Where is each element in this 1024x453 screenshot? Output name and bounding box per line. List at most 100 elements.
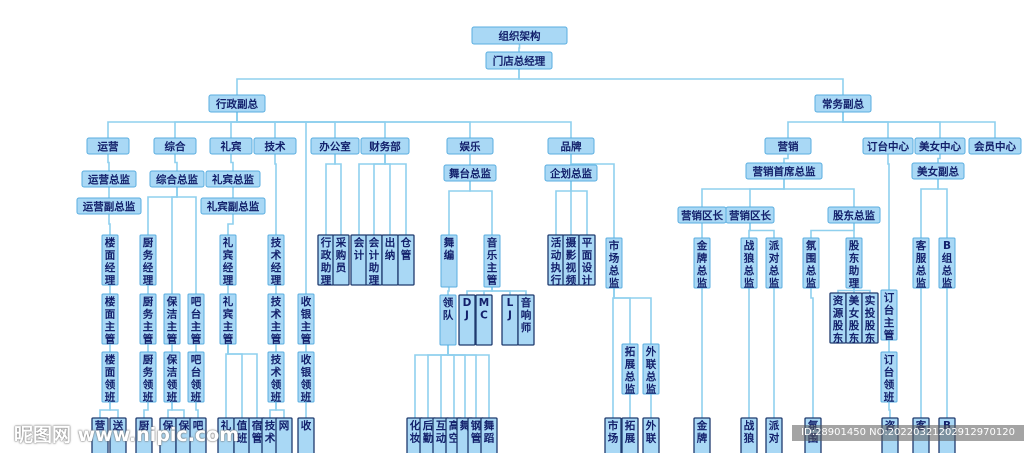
connector-xz-js [236, 112, 276, 138]
node-box [139, 234, 157, 286]
node-box [480, 417, 498, 453]
connector-pp-sczj [570, 154, 615, 238]
node-label: 战狼 [743, 419, 755, 445]
node-label: 楼面经理 [105, 236, 116, 287]
connector-ld-b_wt4 [447, 345, 455, 418]
node-label: 综合总监 [156, 173, 198, 186]
connector-fwzj-b_fw [810, 288, 814, 418]
node-label: 营销区长 [681, 209, 723, 222]
connector-bgs-xzzl [325, 154, 336, 235]
node-box [740, 237, 758, 289]
connector-cw-yx [787, 112, 844, 138]
connector-mnfz-bzzj [937, 179, 948, 238]
node-gm: 门店总经理 [485, 51, 553, 70]
node-label: 营 [95, 419, 106, 432]
node-label: 楼面领班 [105, 353, 116, 404]
node-label: 股东总监 [833, 209, 875, 222]
node-b_cf3: 保 [175, 417, 193, 453]
node-box [861, 292, 879, 344]
connector-ld-b_wt2 [427, 345, 449, 418]
connector-yyzg-yxs [491, 287, 527, 295]
node-xzzl: 行政助理 [317, 234, 335, 287]
node-label: 办公室 [319, 140, 351, 153]
node-cfjl: 厨务经理 [139, 234, 157, 287]
node-label: 战狼总监 [743, 239, 755, 290]
node-box [360, 137, 410, 155]
node-box [621, 343, 639, 395]
node-yyfzj: 运营副总监 [76, 197, 142, 215]
node-label: 礼 [221, 419, 232, 432]
connector-bgs-cgy [334, 154, 342, 235]
connector-qhzj-hdzx [555, 181, 572, 235]
node-label: 钢管 [471, 419, 482, 445]
connector-gm-cw [518, 69, 844, 95]
node-zlzj: 战狼总监 [740, 237, 758, 290]
connector-cwb-cg [384, 154, 407, 235]
node-box [642, 343, 660, 395]
node-b_sc: 市场 [604, 417, 622, 453]
node-lmjl: 楼面经理 [101, 234, 119, 287]
node-label: 资源股东 [833, 294, 844, 345]
node-label: 运营副总监 [83, 200, 136, 213]
node-box [135, 417, 153, 453]
node-box [621, 417, 639, 453]
node-box [693, 417, 711, 453]
node-box [604, 417, 622, 453]
node-label: 美女中心 [919, 140, 961, 153]
node-label: 常务副总 [822, 98, 864, 111]
node-lmzg: 楼面主管 [101, 293, 119, 346]
connector-mn-mnfz [937, 154, 941, 163]
node-box [209, 137, 253, 155]
connector-qhzj-pmsj [570, 181, 588, 235]
node-cfzg: 厨务主管 [139, 293, 157, 346]
node-box [765, 237, 783, 289]
node-lbfzj: 礼宾副总监 [200, 197, 266, 215]
node-label: 拓展总监 [625, 345, 636, 396]
node-tzzj: 拓展总监 [621, 343, 639, 396]
node-box [297, 293, 315, 345]
node-box [845, 237, 863, 289]
node-yxqz2: 营销区长 [725, 206, 775, 224]
node-label: 氛围总监 [806, 239, 817, 290]
node-syzg: 收银主管 [297, 293, 315, 346]
node-yyzj: 运营总监 [81, 170, 137, 188]
node-label: 摄影视频 [566, 236, 577, 287]
node-js: 技术 [253, 137, 297, 155]
node-label: 品牌 [561, 140, 582, 153]
connector-yxsx-yxqz2 [749, 179, 785, 207]
node-pmsj: 平面设计 [578, 234, 596, 287]
node-label: 综合 [165, 140, 186, 153]
node-b_jp: 金牌 [693, 417, 711, 453]
node-box [880, 289, 898, 341]
node-label: 技术经理 [270, 236, 282, 287]
node-box [911, 162, 965, 180]
node-label: 礼宾总监 [212, 173, 254, 186]
node-label: 派对 [769, 420, 780, 445]
node-label: 金牌总监 [696, 239, 708, 290]
node-box [458, 294, 476, 346]
node-b_sy: 收 [297, 417, 315, 453]
node-label: 礼宾经理 [223, 236, 234, 287]
node-cn: 出纳 [381, 234, 399, 286]
node-label: 市场总监 [609, 239, 620, 290]
connector-gdzj-fwzj [810, 223, 855, 238]
node-sylb: 收银领班 [297, 351, 315, 404]
connector-yyfzj-lmjl [108, 214, 111, 235]
node-label: 美女股东 [849, 294, 860, 345]
node-zhzj: 综合总监 [149, 170, 205, 188]
node-b_wg: 网 [275, 417, 293, 453]
node-jsjl: 技术经理 [267, 234, 285, 287]
node-box [764, 137, 812, 155]
node-lb: 礼宾 [209, 137, 253, 155]
connector-lmlb-b_yx1 [99, 402, 111, 418]
node-box [200, 197, 266, 215]
node-box [101, 351, 119, 403]
node-box [471, 26, 568, 45]
node-label: 舞台总监 [448, 167, 491, 180]
connector-root-gm [518, 44, 521, 52]
connector-ld-b_wt6 [447, 345, 477, 418]
